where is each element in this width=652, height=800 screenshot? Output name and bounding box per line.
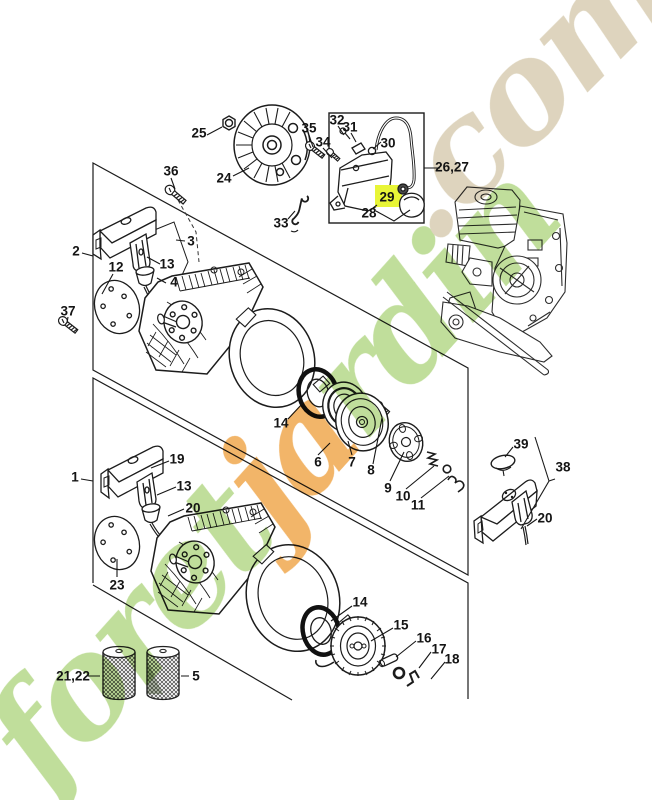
pawl-spring-10	[425, 451, 452, 474]
part-label-37-17: 37	[60, 303, 76, 319]
part-label-24-1: 24	[216, 170, 232, 186]
starter-handle-upper	[92, 206, 157, 272]
part-label-39-37: 39	[513, 436, 529, 452]
fan-ring-upper	[228, 307, 331, 409]
washer-17	[392, 666, 406, 680]
starter-shaft-upper	[157, 313, 178, 328]
part-label-17-33: 17	[431, 641, 447, 657]
part-label-5-36: 5	[192, 668, 200, 684]
part-label-9-22: 9	[384, 480, 392, 496]
part-label-26-27-7: 26,27	[435, 159, 469, 175]
part-label-13-27: 13	[176, 478, 192, 494]
part-label-10-23: 10	[395, 488, 411, 504]
part-label-35-2: 35	[301, 120, 317, 136]
flywheel	[233, 104, 311, 186]
elastostart-cap-upper	[135, 266, 155, 287]
part-label-23-29: 23	[109, 577, 125, 593]
flywheel-nut	[222, 115, 236, 131]
starter-handle-lower	[100, 445, 164, 509]
starter-post-lower	[175, 540, 215, 584]
part-label-31-5: 31	[342, 119, 358, 135]
screw-37	[57, 316, 79, 335]
sub-group-box-3	[146, 221, 189, 285]
part-label-3-14: 3	[187, 233, 195, 249]
part-label-30-6: 30	[380, 135, 396, 151]
part-label-33-10: 33	[273, 215, 289, 231]
starter-shaft-lower	[169, 553, 190, 568]
part-label-32-4: 32	[329, 112, 345, 128]
wire-clamp-30	[367, 146, 377, 156]
starter-post-upper	[163, 300, 203, 344]
part-label-18-34: 18	[444, 651, 460, 667]
part-label-38-38: 38	[555, 459, 571, 475]
part-label-13-15: 13	[159, 256, 175, 272]
part-label-19-26: 19	[169, 451, 185, 467]
dashed-projection-line	[177, 199, 200, 263]
part-label-2-12: 2	[72, 243, 80, 259]
highlight-29	[375, 185, 402, 207]
torsion-spring-33	[290, 195, 310, 233]
pawl-carrier-9	[388, 421, 424, 463]
screw-34	[326, 148, 341, 162]
pawl-spring-11	[447, 475, 465, 493]
gasket-23	[93, 515, 141, 571]
part-label-14-18: 14	[273, 415, 289, 431]
part-label-36-11: 36	[163, 163, 179, 179]
fan-ring-lower	[245, 543, 356, 653]
rope-spool-21-22	[102, 645, 136, 701]
part-label-21-22-35: 21,22	[56, 668, 90, 684]
part-label-29-8: 29	[379, 189, 395, 205]
part-label-11-24: 11	[410, 497, 426, 513]
leader-lines	[66, 125, 538, 680]
rope-spool-5	[146, 645, 180, 701]
part-label-34-3: 34	[315, 134, 331, 150]
part-label-6-19: 6	[314, 454, 322, 470]
part-label-16-32: 16	[416, 630, 432, 646]
group-box-2	[92, 161, 469, 577]
part-label-8-21: 8	[367, 462, 375, 478]
ignition-wire	[374, 116, 416, 190]
part-label-14-30: 14	[352, 594, 368, 610]
part-label-28-9: 28	[361, 205, 377, 221]
rope-rotor-15	[315, 616, 386, 676]
part-label-1-25: 1	[71, 469, 79, 485]
screw-35	[304, 141, 326, 160]
starter-handle-right	[473, 479, 538, 545]
starter-rope-right	[522, 525, 529, 546]
clip-18	[406, 669, 420, 687]
part-label-20-39: 20	[537, 510, 553, 526]
engine-assembly	[440, 186, 568, 376]
part-label-20-28: 20	[185, 500, 201, 516]
part-label-25-0: 25	[191, 125, 207, 141]
elastostart-cap-lower	[141, 503, 161, 524]
bracket-38	[520, 436, 556, 530]
screw-36	[164, 184, 187, 205]
part-label-12-13: 12	[108, 259, 124, 275]
part-label-7-20: 7	[348, 454, 356, 470]
handle-cap-39	[490, 454, 516, 477]
part-label-4-16: 4	[170, 274, 178, 290]
part-label-15-31: 15	[393, 617, 409, 633]
nut-29	[397, 183, 409, 195]
gasket-12	[93, 279, 141, 335]
spark-plug-boot-28	[398, 192, 425, 218]
rope-rotor-7	[335, 392, 389, 452]
